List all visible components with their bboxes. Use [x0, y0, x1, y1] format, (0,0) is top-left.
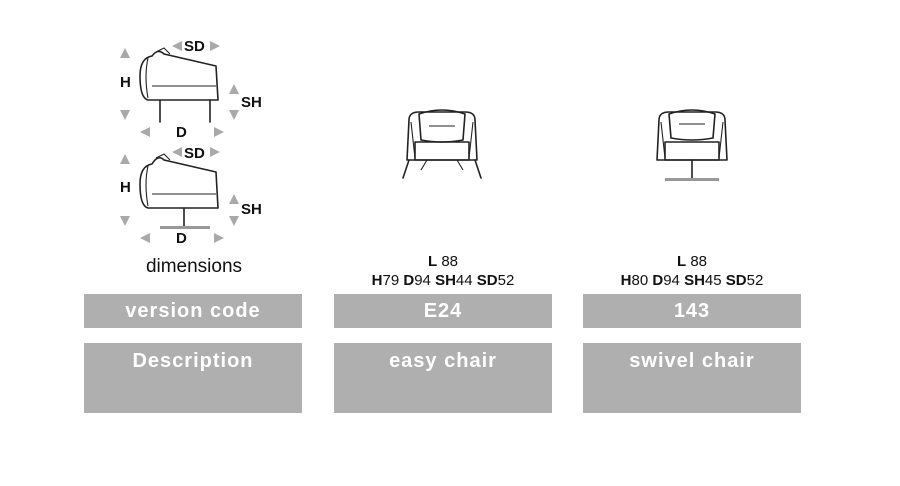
- version-code-cell: E24: [334, 294, 552, 328]
- sd-arrow-right-icon: [210, 147, 220, 157]
- d-arrow-right-icon: [214, 233, 224, 243]
- length-label: L: [427, 253, 438, 270]
- d-arrow-left-icon: [140, 127, 150, 137]
- side-view-swivel-diagram: [120, 147, 239, 243]
- sh-arrow-down-icon: [229, 110, 239, 120]
- d-label: D: [652, 272, 664, 289]
- sd-label: SD: [476, 272, 498, 289]
- d-label: D: [176, 230, 187, 247]
- d-arrow-right-icon: [214, 127, 224, 137]
- sd-label: SD: [184, 145, 205, 162]
- h-label: H: [120, 74, 131, 91]
- sh-arrow-up-icon: [229, 194, 239, 204]
- sd-value: 52: [746, 272, 764, 289]
- length-value: 88: [686, 253, 708, 270]
- length-value: 88: [437, 253, 459, 270]
- h-label: H: [620, 272, 632, 289]
- sh-arrow-up-icon: [229, 84, 239, 94]
- h-value: 80: [631, 272, 653, 289]
- product-2-specs: L 88 H80 D94 SH45 SD52: [583, 252, 801, 290]
- sd-label: SD: [184, 38, 205, 55]
- sh-value: 45: [704, 272, 726, 289]
- dims-line: H80 D94 SH45 SD52: [583, 271, 801, 290]
- sd-arrow-left-icon: [172, 41, 182, 51]
- h-arrow-up-icon: [120, 48, 130, 58]
- d-label: D: [176, 124, 187, 141]
- sh-label: SH: [241, 94, 262, 111]
- armchair-side-icon: [139, 47, 219, 123]
- sh-arrow-down-icon: [229, 216, 239, 226]
- version-code-header: version code: [84, 294, 302, 328]
- length-line: L 88: [583, 252, 801, 271]
- dimensions-caption: dimensions: [145, 256, 243, 277]
- description-header: Description: [84, 343, 302, 413]
- h-arrow-up-icon: [120, 154, 130, 164]
- sd-arrow-left-icon: [172, 147, 182, 157]
- length-label: L: [676, 253, 687, 270]
- d-value: 94: [663, 272, 685, 289]
- d-arrow-left-icon: [140, 233, 150, 243]
- h-arrow-down-icon: [120, 110, 130, 120]
- sh-value: 44: [455, 272, 477, 289]
- h-value: 79: [382, 272, 404, 289]
- sh-label: SH: [241, 201, 262, 218]
- side-view-legs-diagram: [120, 41, 239, 137]
- d-value: 94: [414, 272, 436, 289]
- easy-chair-front-icon: [402, 109, 482, 179]
- description-cell: easy chair: [334, 343, 552, 413]
- sd-arrow-right-icon: [210, 41, 220, 51]
- dims-line: H79 D94 SH44 SD52: [334, 271, 552, 290]
- swivel-chair-side-icon: [139, 153, 219, 229]
- h-label: H: [371, 272, 383, 289]
- sh-label: SH: [435, 272, 456, 289]
- product-1-specs: L 88 H79 D94 SH44 SD52: [334, 252, 552, 290]
- d-label: D: [403, 272, 415, 289]
- h-arrow-down-icon: [120, 216, 130, 226]
- h-label: H: [120, 179, 131, 196]
- version-code-cell: 143: [583, 294, 801, 328]
- swivel-chair-front-icon: [656, 109, 728, 181]
- sd-label: SD: [725, 272, 747, 289]
- length-line: L 88: [334, 252, 552, 271]
- sd-value: 52: [497, 272, 515, 289]
- description-cell: swivel chair: [583, 343, 801, 413]
- sh-label: SH: [684, 272, 705, 289]
